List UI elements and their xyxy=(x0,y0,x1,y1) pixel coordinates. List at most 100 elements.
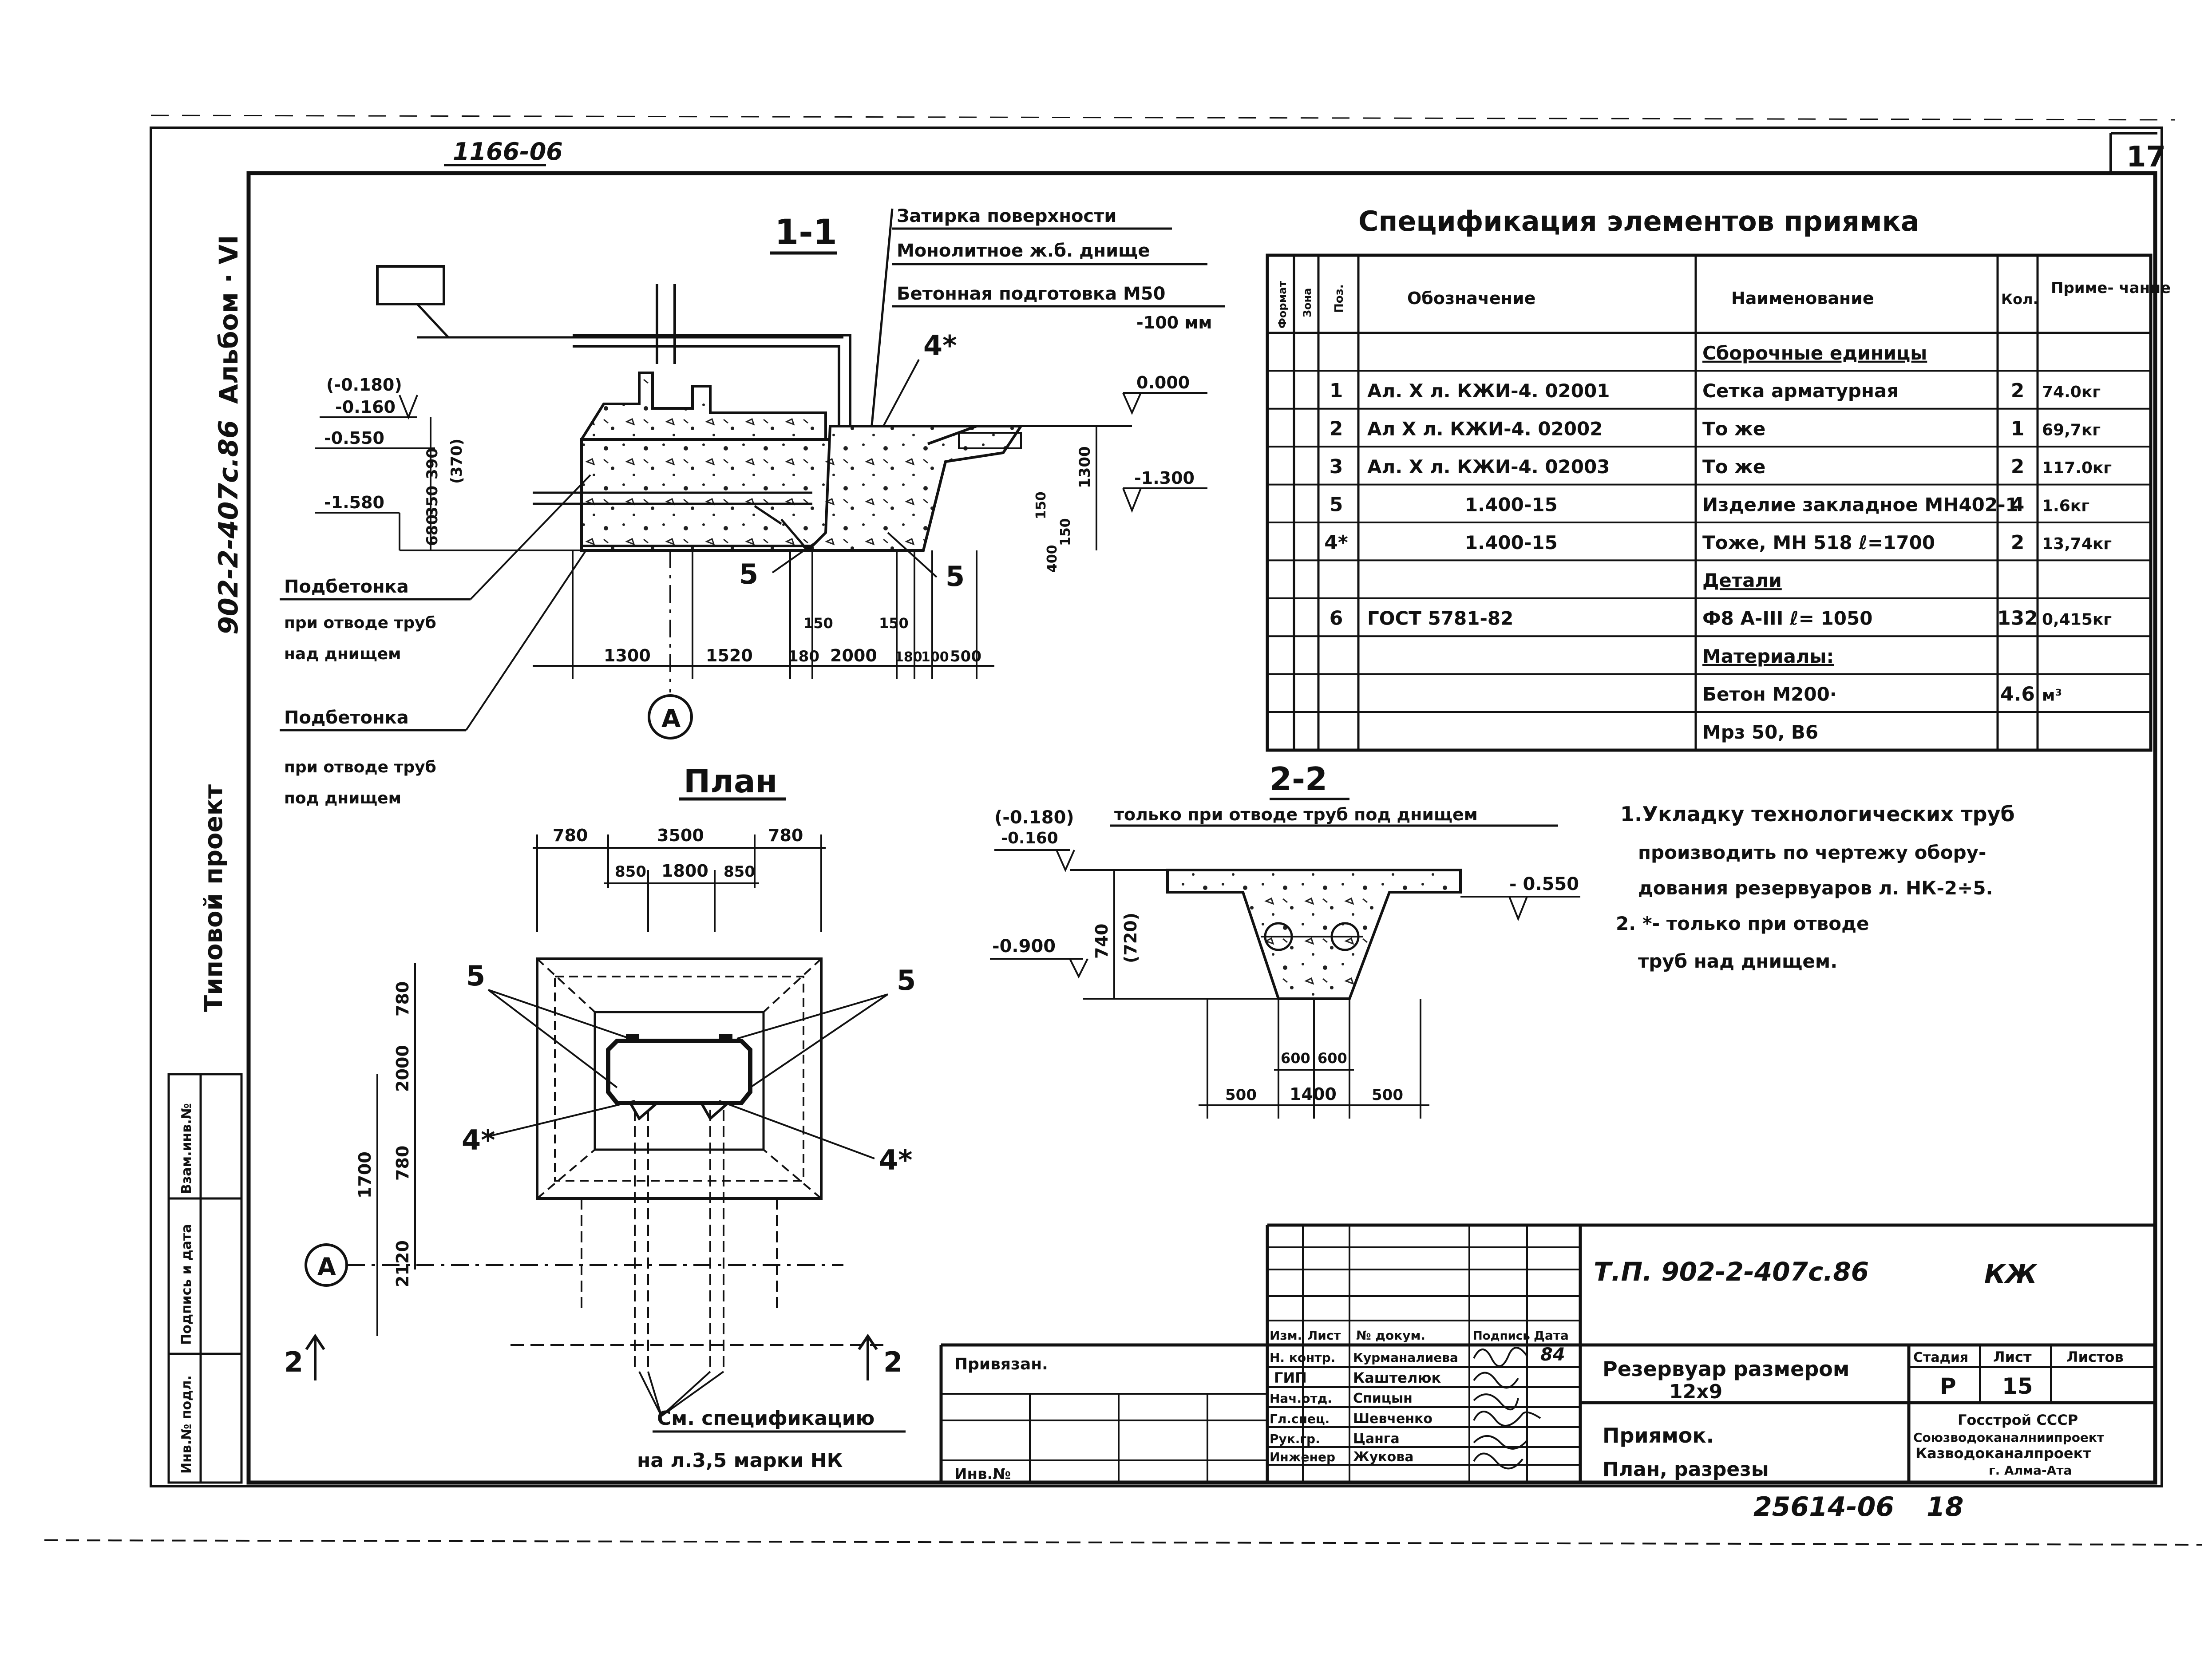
outer-frame xyxy=(44,115,2202,1546)
role-5: Инженер xyxy=(1270,1450,1335,1464)
spec-cell-name: Бетон М200· xyxy=(1702,683,1837,705)
note-line-3: дования резервуаров л. НК-2÷5. xyxy=(1638,877,1993,899)
plan-view: План 780 3500 780 850 1800 850 xyxy=(284,763,916,1472)
name-1: Каштелюк xyxy=(1353,1369,1441,1386)
sheet-value: 15 xyxy=(2002,1373,2033,1399)
note-line-5: труб над днищем. xyxy=(1638,950,1837,972)
layer-thickness: -100 мм xyxy=(1136,313,1212,332)
hdim-180a: 180 xyxy=(788,648,819,665)
tb-h-izm: Изм. xyxy=(1270,1328,1302,1343)
role-1: ГИП xyxy=(1274,1369,1307,1386)
role-4: Рук.гр. xyxy=(1270,1432,1320,1446)
spec-cell-qty: 132 xyxy=(1997,607,2038,630)
object-line1: Резервуар размером xyxy=(1603,1357,1849,1381)
layer-3-label: Бетонная подготовка М50 xyxy=(897,284,1165,304)
note2-line3: под днищем xyxy=(284,789,401,807)
elev-r2: -1.300 xyxy=(1134,468,1195,488)
org-2: Союзводоканалниипроект xyxy=(1913,1430,2105,1445)
spec-cell-name: Материалы: xyxy=(1702,645,1834,667)
plan-hdim-780b: 780 xyxy=(768,826,803,845)
name-2: Спицын xyxy=(1353,1391,1413,1406)
spec-cell-name: Изделие закладное МН402-1 xyxy=(1702,494,2018,515)
spec-cell-qty: 2 xyxy=(2011,455,2025,478)
plan-hdim-780a: 780 xyxy=(553,826,588,845)
plan-vdim-780a: 780 xyxy=(393,981,412,1016)
vdim-150b: 150 xyxy=(1058,518,1073,546)
note2-line2: при отводе труб xyxy=(284,758,436,776)
note-line-4: 2. *- только при отводе xyxy=(1616,913,1869,934)
elev-l4: -1.580 xyxy=(324,493,384,512)
header-qty: Кол. xyxy=(2001,291,2038,308)
spec-cell-code: Ал. X л. КЖИ-4. 02003 xyxy=(1367,456,1610,478)
spec-cell-name: То же xyxy=(1702,418,1765,440)
spec-cell-pos: 6 xyxy=(1330,607,1343,630)
project-label: Типовой проект xyxy=(199,784,228,1012)
plan-mark-4-left: 4* xyxy=(462,1124,495,1156)
vdim-370: (370) xyxy=(448,439,466,484)
role-0: Н. контр. xyxy=(1270,1350,1335,1365)
vdim-680: 680 xyxy=(423,514,441,546)
header-name: Наименование xyxy=(1731,289,1874,308)
top-number: 1166-06 xyxy=(453,138,563,166)
vdim-1300: 1300 xyxy=(1076,446,1094,488)
doc-mark: КЖ xyxy=(1984,1259,2038,1289)
plan-vdim-2000: 2000 xyxy=(393,1045,412,1092)
spec-cell-pos: 3 xyxy=(1330,455,1343,478)
hdim-1520: 1520 xyxy=(706,646,753,665)
tb-date: 84 xyxy=(1540,1345,1565,1365)
object-line2: 12x9 xyxy=(1669,1380,1722,1403)
stage-value: Р xyxy=(1940,1373,1956,1399)
s22-elev-1: (-0.180) xyxy=(994,807,1074,828)
name-4: Цанга xyxy=(1353,1431,1400,1447)
plan-mark-5-right: 5 xyxy=(897,964,916,997)
section-2-2: 2-2 только при отводе труб под днищем (-… xyxy=(990,760,1580,1119)
layer-1-label: Затирка поверхности xyxy=(897,206,1116,226)
spec-cell-pos: 2 xyxy=(1330,418,1343,440)
spec-cell-code: 1.400-15 xyxy=(1465,494,1558,515)
stamp-signature: Подпись и дата xyxy=(179,1224,194,1345)
hdim-500: 500 xyxy=(950,648,981,665)
title-block: Т.П. 902-2-407с.86 КЖ Привязан. Инв.№ Из… xyxy=(939,1223,2155,1483)
spec-cell-note: 74.0кг xyxy=(2042,383,2101,401)
mark-4-star: 4* xyxy=(923,329,957,362)
plan-mark-5-left: 5 xyxy=(466,960,485,992)
hdim-180b: 180 xyxy=(894,649,922,665)
elev-l2: -0.160 xyxy=(335,397,396,417)
header-pos: Поз. xyxy=(1333,284,1346,313)
spec-cell-note: 13,74кг xyxy=(2042,535,2112,553)
plan-hdim-3500: 3500 xyxy=(657,826,704,845)
spec-cell-qty: 4.6 xyxy=(2000,683,2035,705)
spec-cell-pos: 5 xyxy=(1330,493,1343,516)
spec-cell-note: 1.6кг xyxy=(2042,497,2089,515)
tb-h-doc: № докум. xyxy=(1356,1328,1425,1343)
plan-note-1: См. спецификацию xyxy=(657,1407,875,1430)
section-2-2-subtitle: только при отводе труб под днищем xyxy=(1114,805,1478,824)
plan-title: План xyxy=(684,763,777,800)
spec-cell-note: 69,7кг xyxy=(2042,421,2101,439)
elev-r1: 0.000 xyxy=(1136,373,1190,392)
spec-cell-qty: 2 xyxy=(2011,531,2025,554)
inv-label: Инв.№ xyxy=(954,1465,1011,1483)
plan-vdim-780b: 780 xyxy=(393,1146,412,1181)
sheets-label: Листов xyxy=(2066,1349,2124,1365)
tb-h-date: Дата xyxy=(1534,1328,1569,1343)
bottom-number: 18 xyxy=(1927,1491,1964,1523)
s22-hdim-500a: 500 xyxy=(1225,1086,1257,1104)
s22-elev-2: -0.160 xyxy=(1001,829,1058,847)
spec-cell-name: То же xyxy=(1702,456,1765,478)
plan-hdim-850a: 850 xyxy=(615,863,646,881)
s22-hdim-1400: 1400 xyxy=(1290,1084,1337,1104)
spec-table: Спецификация элементов приямка Формат Зо… xyxy=(1266,205,2171,752)
header-format: Формат xyxy=(1276,281,1289,328)
elev-l1: (-0.180) xyxy=(326,375,402,395)
spec-cell-note: м³ xyxy=(2042,686,2062,704)
stamp-replace: Взам.инв.№ xyxy=(179,1103,194,1194)
hdim-1300: 1300 xyxy=(604,646,651,665)
section-2-2-title: 2-2 xyxy=(1270,760,1327,798)
album-label: Альбом · VI xyxy=(214,235,244,404)
cut-left: 2 xyxy=(284,1346,303,1378)
plan-axis-a: А xyxy=(317,1253,336,1281)
vdim-400: 400 xyxy=(1045,545,1060,573)
